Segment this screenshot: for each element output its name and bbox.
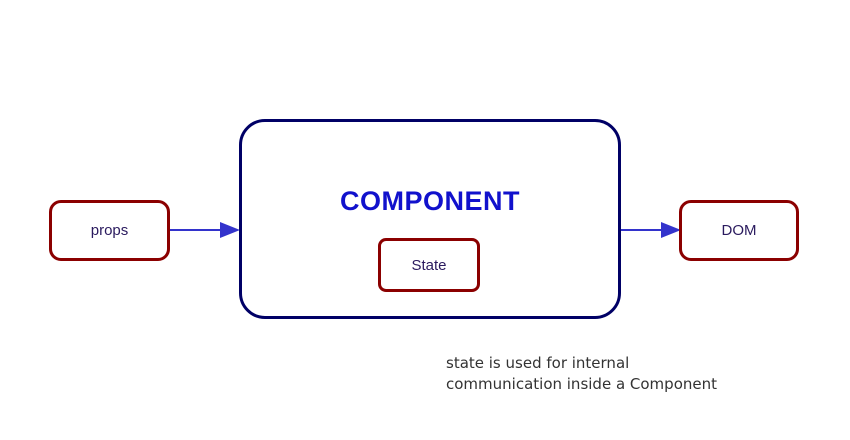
node-dom[interactable]: DOM xyxy=(679,200,799,261)
node-state-label: State xyxy=(411,256,447,274)
node-component[interactable]: COMPONENT xyxy=(239,119,621,319)
arrow-props-to-component-icon xyxy=(170,222,240,238)
arrow-component-to-dom-icon xyxy=(621,222,681,238)
node-dom-label: DOM xyxy=(721,222,757,239)
component-title: COMPONENT xyxy=(340,186,520,216)
arrow-props-to-component xyxy=(170,218,240,242)
node-props[interactable]: props xyxy=(49,200,170,261)
arrow-component-to-dom xyxy=(621,218,681,242)
node-props-label: props xyxy=(90,222,129,239)
diagram-caption: state is used for internal communication… xyxy=(446,354,717,393)
node-state[interactable]: State xyxy=(378,238,480,292)
